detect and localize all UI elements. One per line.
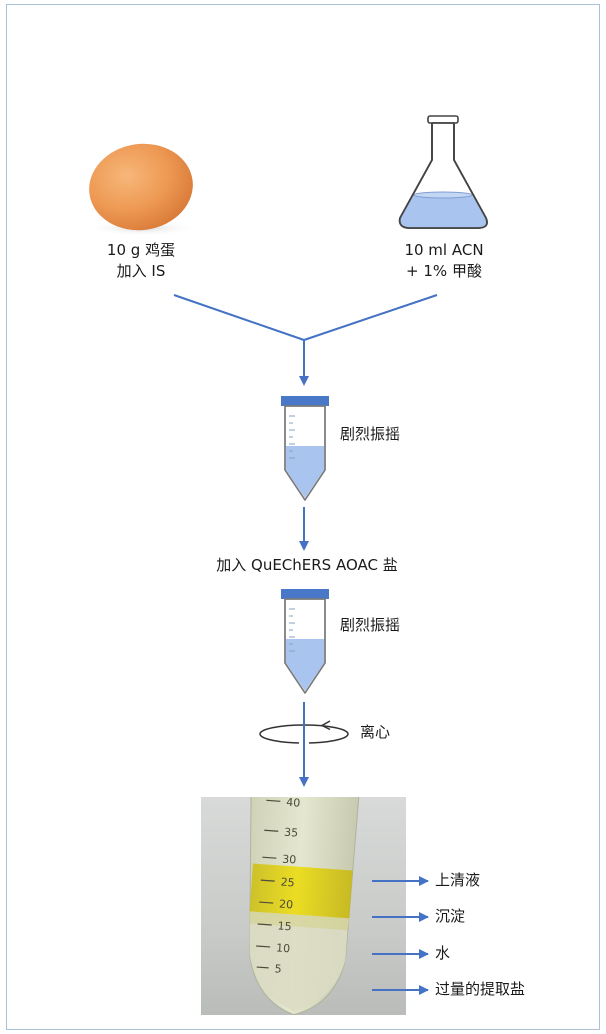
- centrifuge-label: 离心: [360, 723, 391, 741]
- diagram-frame: [6, 4, 600, 1030]
- tube-scale-mark: 20: [279, 897, 294, 911]
- tube-scale-mark: 10: [276, 941, 291, 955]
- layer-label-supernatant: 上清液: [435, 871, 481, 889]
- tube-scale-mark: 40: [286, 797, 301, 810]
- tube-scale-mark: 30: [282, 853, 297, 867]
- shake-label-2: 剧烈振摇: [340, 616, 401, 634]
- tube-scale-mark: 5: [274, 962, 282, 975]
- egg-sample-line1: 10 g 鸡蛋: [106, 241, 176, 259]
- tube-scale-mark: 35: [284, 826, 299, 840]
- egg-sample-label: 10 g 鸡蛋 加入 IS: [107, 240, 175, 282]
- tube-photo-graphic: 40 35 30 25 20 15 10 5: [249, 797, 360, 1015]
- layer-label-precipitate: 沉淀: [435, 907, 466, 925]
- tube-scale-mark: 15: [277, 919, 292, 933]
- solvent-line1: 10 ml ACN: [404, 241, 484, 259]
- layer-label-excess-salt: 过量的提取盐: [435, 980, 526, 998]
- solvent-label: 10 ml ACN + 1% 甲酸: [404, 240, 483, 282]
- egg-sample-line2: 加入 IS: [116, 262, 166, 280]
- tube-scale-mark: 25: [280, 876, 295, 890]
- centrifuged-tube-photo: 40 35 30 25 20 15 10 5: [201, 797, 406, 1015]
- add-salt-label: 加入 QuEChERS AOAC 盐: [216, 556, 398, 574]
- solvent-line2: + 1% 甲酸: [406, 262, 482, 280]
- layer-label-water: 水: [435, 944, 451, 962]
- shake-label-1: 剧烈振摇: [340, 425, 401, 443]
- merge-arrow: [173, 294, 438, 386]
